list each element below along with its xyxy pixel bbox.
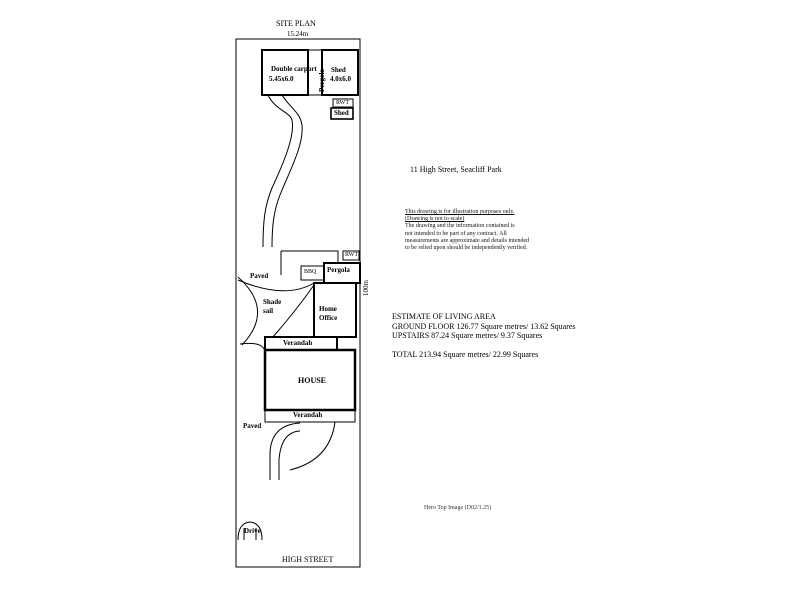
paved-top-label: Paved bbox=[250, 272, 269, 280]
length-dimension: 100m bbox=[362, 280, 370, 296]
disclaimer-line: The drawing and the information containe… bbox=[405, 223, 515, 230]
carport-label: Double carport bbox=[271, 65, 317, 73]
gate-arc bbox=[237, 521, 263, 541]
shade-sail-curve bbox=[239, 342, 267, 361]
site-boundary bbox=[235, 38, 361, 568]
bbq-label: BBQ bbox=[304, 269, 317, 275]
rwt-top-outline bbox=[332, 98, 354, 108]
shed-label: Shed bbox=[331, 66, 346, 74]
drive-label: Drive bbox=[244, 527, 261, 535]
shed-small-label: Shed bbox=[334, 109, 349, 117]
verandah-top-label: Verandah bbox=[283, 339, 313, 347]
carport-size: 5.45x6.0 bbox=[269, 75, 294, 83]
disclaimer-line: (Drawing is not to scale) bbox=[405, 216, 465, 223]
shed-outline bbox=[321, 49, 359, 96]
shed-small-outline bbox=[330, 107, 354, 120]
rwt-top-label: RWT bbox=[336, 100, 349, 106]
shade-sail-curve bbox=[271, 284, 315, 339]
verandah-bottom-label: Verandah bbox=[293, 411, 323, 419]
shade-sail-label: Shade sail bbox=[263, 298, 282, 315]
disclaimer-line: not intended to be part of any contract.… bbox=[405, 230, 507, 237]
disclaimer-line: to be relied upon should be independentl… bbox=[405, 245, 528, 252]
disclaimer-line: measurements are approximate and details… bbox=[405, 237, 530, 244]
disclaimer-note: This drawing is for illustration purpose… bbox=[405, 209, 555, 252]
estimate-ground: GROUND FLOOR 126.77 Square metres/ 13.62… bbox=[392, 321, 576, 331]
pergola-mid-label: Pergola bbox=[327, 266, 350, 274]
pergola-top-label: Pergola bbox=[318, 69, 326, 92]
street-name: HIGH STREET bbox=[282, 555, 334, 564]
shed-size: 4.0x6.0 bbox=[330, 75, 351, 83]
front-path-arc bbox=[278, 430, 301, 480]
paving-outline bbox=[280, 250, 339, 275]
estimate-heading: ESTIMATE OF LIVING AREA bbox=[392, 312, 496, 321]
house-label: HOUSE bbox=[298, 376, 327, 385]
width-dimension: 15.24m bbox=[287, 30, 309, 38]
home-office-label: Home Office bbox=[319, 305, 338, 322]
rwt-mid-outline bbox=[342, 250, 360, 261]
estimate-upstairs: UPSTAIRS 87.24 Square metres/ 9.37 Squar… bbox=[392, 331, 543, 340]
rwt-mid-label: RWT bbox=[345, 252, 358, 258]
shade-sail-curve bbox=[237, 279, 315, 292]
paved-bottom-label: Paved bbox=[243, 422, 262, 430]
plan-title: SITE PLAN bbox=[276, 19, 316, 28]
garden-path bbox=[262, 94, 294, 248]
front-path-arc bbox=[269, 422, 301, 480]
address: 11 High Street, Seacliff Park bbox=[410, 165, 502, 174]
image-reference: Hero Top Image (D02/1.25) bbox=[424, 505, 492, 511]
shade-sail-curve bbox=[237, 276, 258, 346]
garden-path-edge bbox=[271, 94, 303, 248]
living-area-estimate: ESTIMATE OF LIVING AREA GROUND FLOOR 126… bbox=[392, 312, 576, 359]
front-path-arc bbox=[289, 421, 336, 471]
verandah-bottom-outline bbox=[264, 409, 356, 423]
disclaimer-line: This drawing is for illustration purpose… bbox=[405, 209, 515, 215]
estimate-total: TOTAL 213.94 Square metres/ 22.99 Square… bbox=[392, 349, 539, 359]
